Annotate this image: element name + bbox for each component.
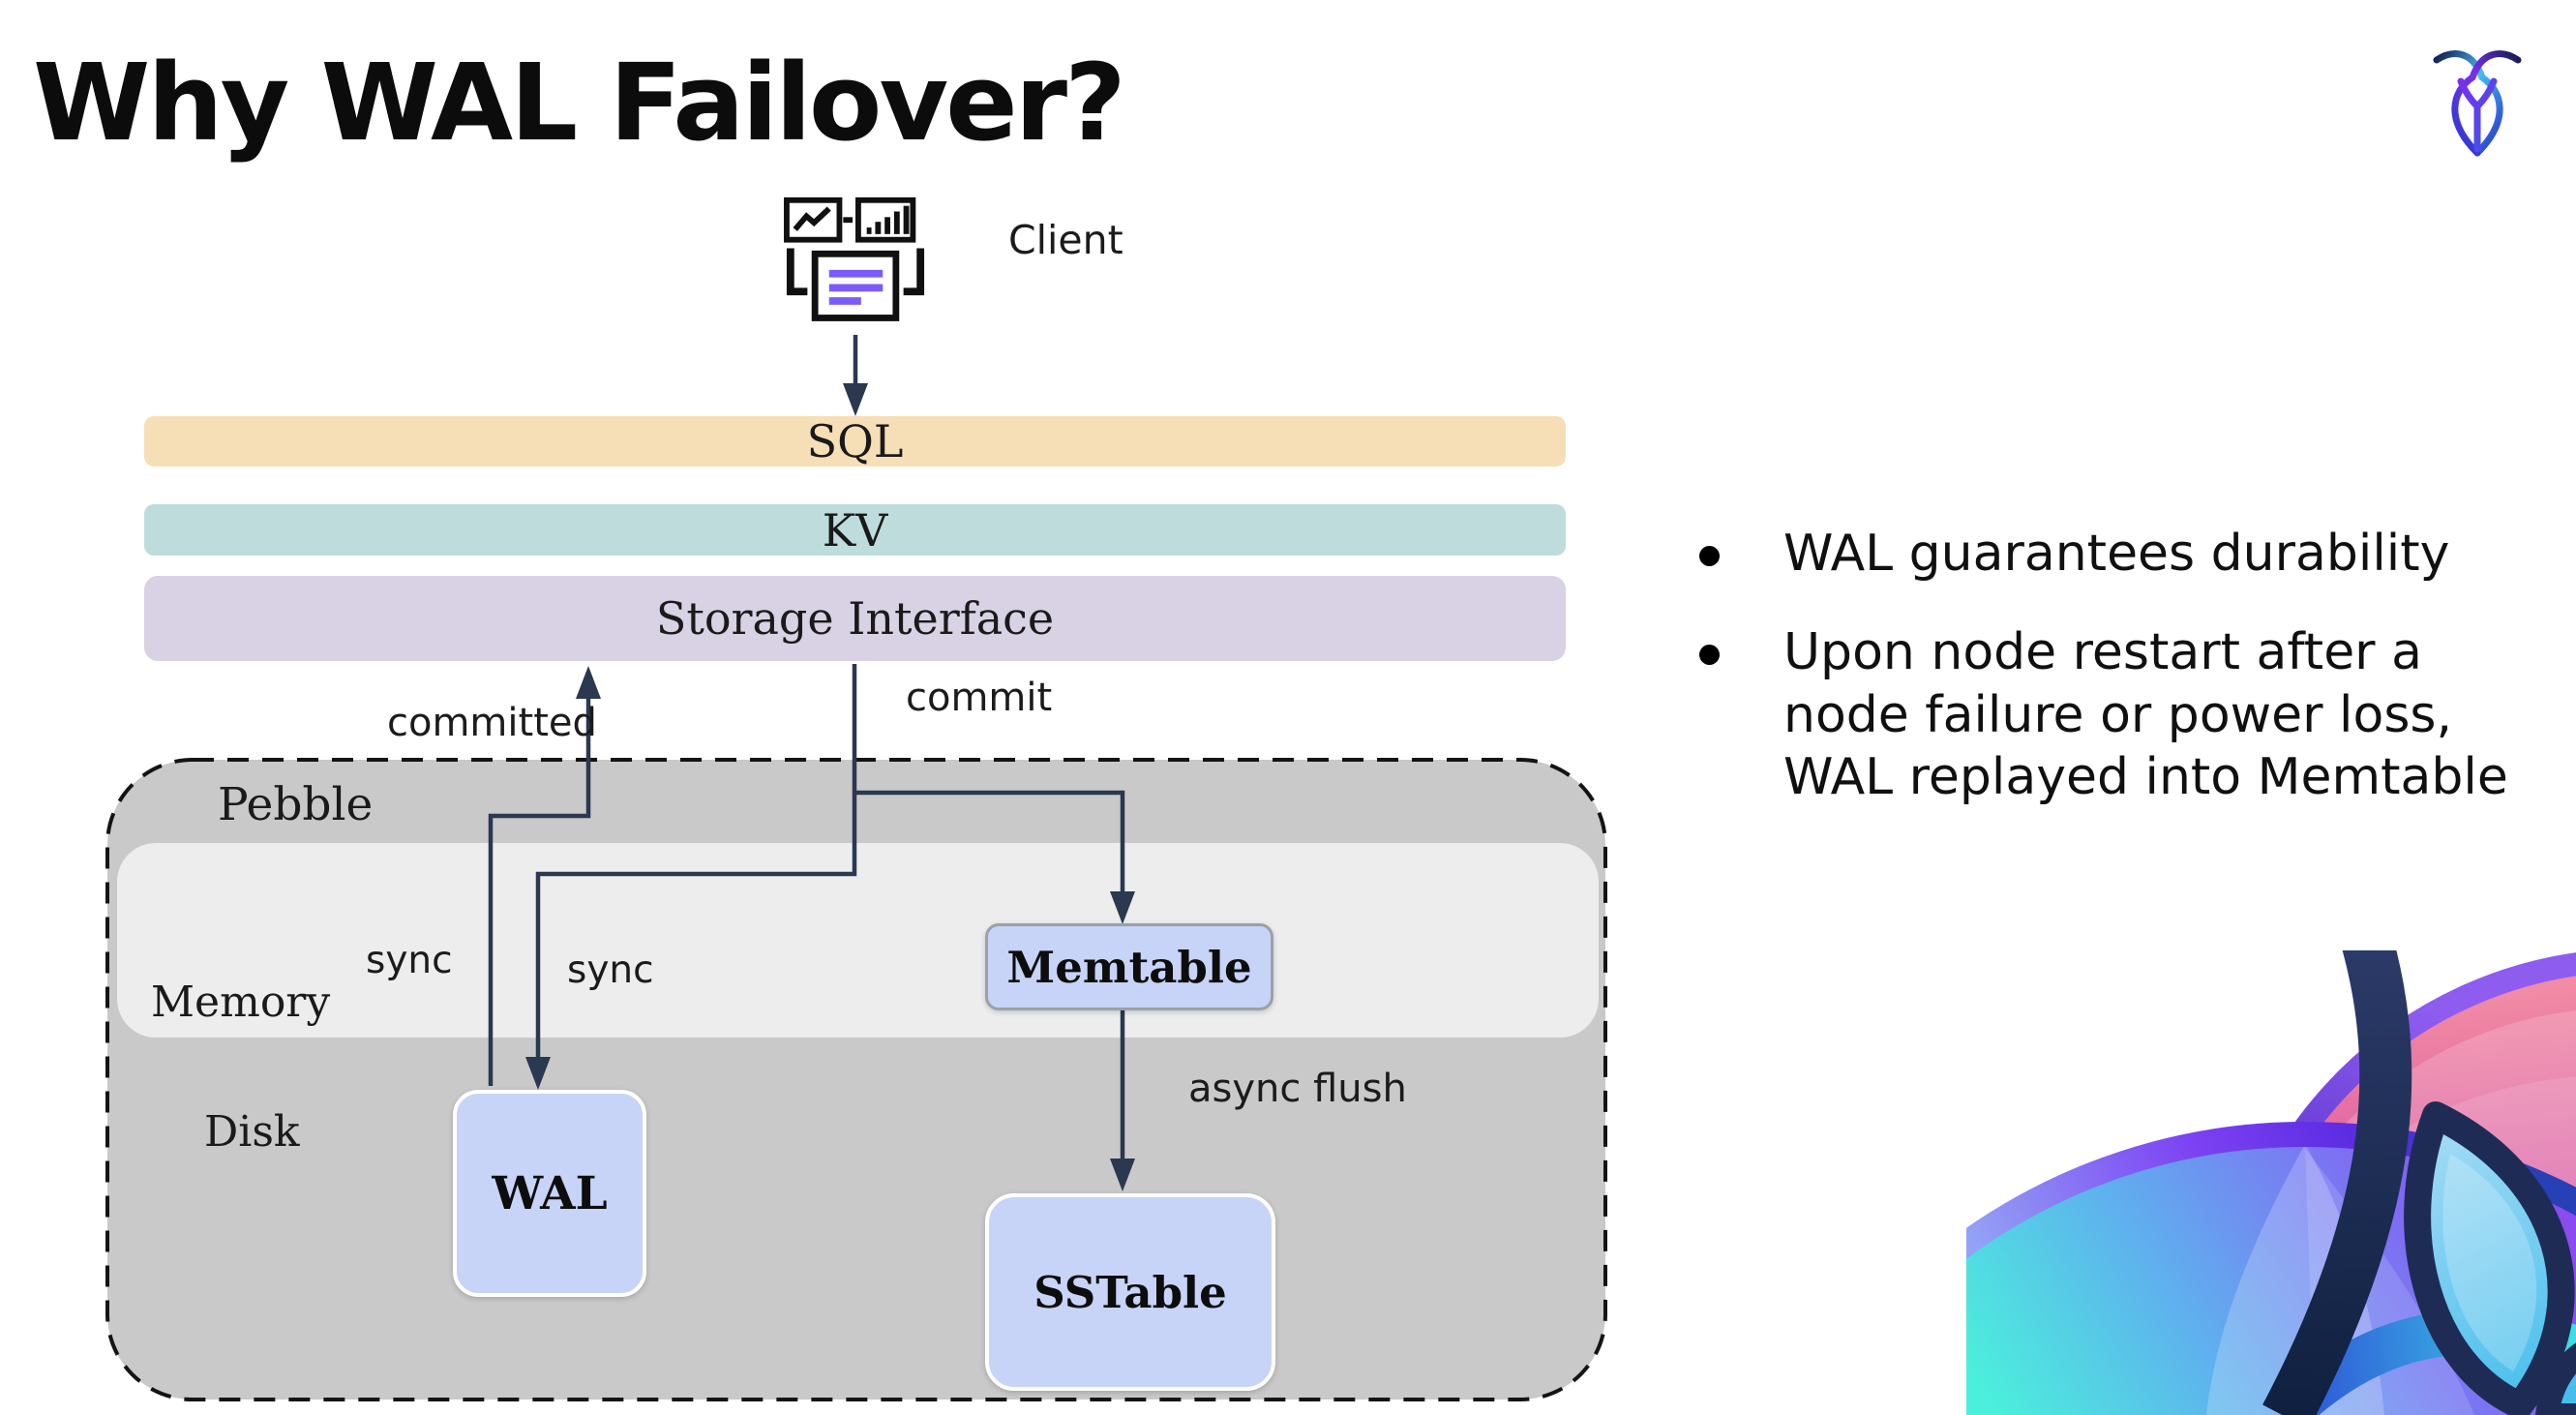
pebble-label: Pebble — [218, 778, 374, 831]
bullet-text: WAL guarantees durability — [1783, 525, 2450, 583]
cockroachdb-logo-icon — [2429, 45, 2526, 166]
commit-label: commit — [906, 676, 1053, 720]
layer-kv: KV — [144, 503, 1566, 557]
bullet-list: WAL guarantees durability Upon node rest… — [1699, 523, 2570, 809]
async-flush-label: async flush — [1188, 1067, 1407, 1111]
wal-node: WAL — [453, 1090, 646, 1297]
memory-region — [117, 843, 1599, 1038]
layer-kv-label: KV — [822, 503, 888, 557]
bullet-text: Upon node restart after a node failure o… — [1783, 623, 2508, 807]
memtable-label: Memtable — [1006, 941, 1252, 993]
layer-sql-label: SQL — [806, 415, 904, 467]
committed-label: committed — [387, 701, 597, 745]
memtable-node: Memtable — [985, 923, 1273, 1010]
layer-storage-label: Storage Interface — [655, 592, 1055, 645]
client-label: Client — [1008, 217, 1123, 263]
sstable-label: SSTable — [1033, 1266, 1227, 1318]
sync-left-label: sync — [366, 939, 453, 982]
layer-storage-interface: Storage Interface — [144, 576, 1566, 661]
cockroach-brand-art — [1966, 950, 2576, 1415]
list-item: WAL guarantees durability — [1699, 523, 2570, 585]
sstable-node: SSTable — [985, 1193, 1275, 1391]
arrowhead-committed — [576, 666, 601, 699]
arrowhead-client-sql — [843, 383, 868, 416]
page-title: Why WAL Failover? — [33, 41, 1126, 165]
layer-sql: SQL — [144, 415, 1566, 467]
bullet-dot — [1699, 645, 1720, 666]
memory-label: Memory — [151, 978, 331, 1027]
sync-right-label: sync — [567, 948, 654, 992]
list-item: Upon node restart after a node failure o… — [1699, 621, 2570, 808]
bullet-dot — [1699, 546, 1720, 566]
client-dashboard-icon — [780, 194, 931, 335]
disk-label: Disk — [204, 1107, 300, 1157]
wal-label: WAL — [492, 1166, 608, 1220]
